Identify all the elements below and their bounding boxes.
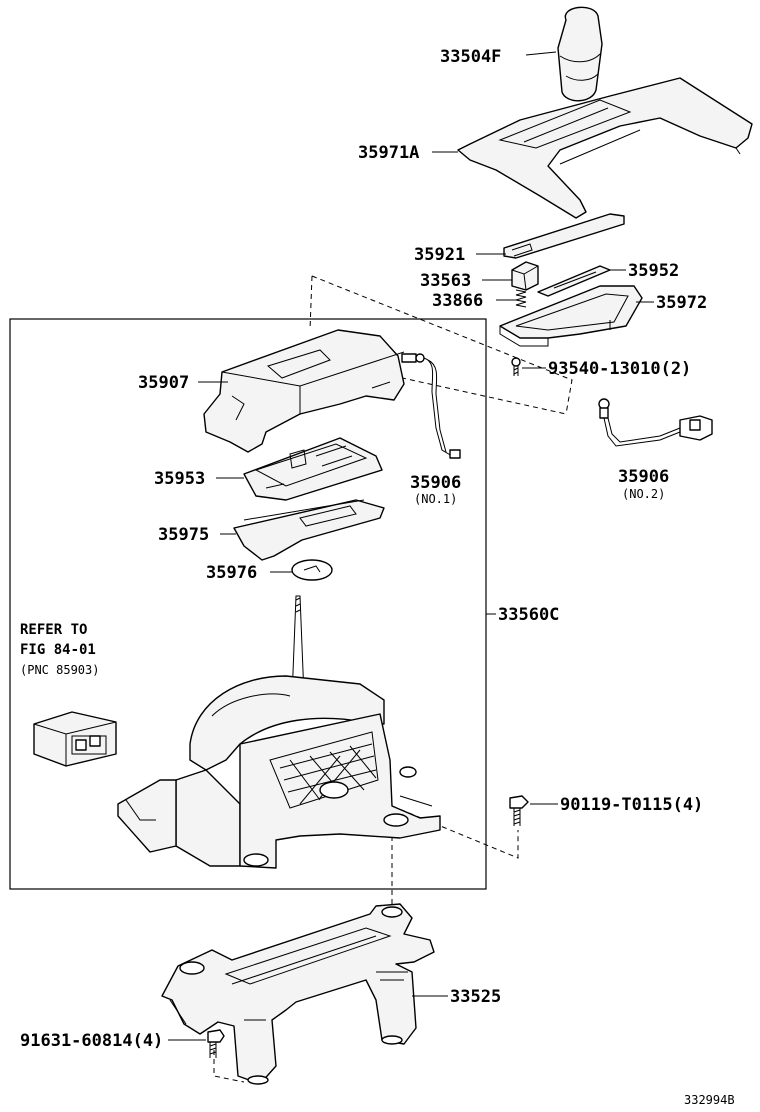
label-33563: 33563 [420, 271, 471, 291]
dust-cover-part [233, 499, 385, 561]
label-35953: 35953 [154, 469, 205, 489]
label-35976: 35976 [206, 563, 257, 583]
bezel-part [499, 285, 643, 347]
refer-to-line2: FIG 84-01 [20, 642, 96, 658]
switch-box-part [33, 711, 117, 767]
bracket-33525-part [161, 903, 435, 1085]
label-91631: 91631-60814(4) [20, 1031, 163, 1051]
button-part [511, 261, 539, 291]
screw-93540-part [511, 357, 521, 376]
spring-part [515, 289, 527, 308]
bolt-90119-part [509, 795, 529, 826]
slide-plate-part [503, 213, 625, 259]
diagram-code: 332994B [684, 1093, 735, 1107]
bulb-wire-no1-part [401, 353, 461, 459]
label-35906-no2: 35906 [618, 467, 669, 487]
label-33504F: 33504F [440, 47, 501, 67]
label-35906-no2-note: (NO.2) [622, 487, 665, 501]
bulb-wire-no2-part [598, 398, 713, 447]
label-35921: 35921 [414, 245, 465, 265]
shift-assembly-part [117, 595, 441, 869]
bolt-91631-part [207, 1029, 225, 1058]
label-35971A: 35971A [358, 143, 419, 163]
label-90119: 90119-T0115(4) [560, 795, 703, 815]
label-35975: 35975 [158, 525, 209, 545]
disk-part [291, 559, 333, 581]
assembly-frame [9, 318, 487, 890]
label-35906-no1-note: (NO.1) [414, 492, 457, 506]
label-33560C: 33560C [498, 605, 559, 625]
label-93540: 93540-13010(2) [548, 359, 691, 379]
indicator-housing-part [457, 77, 753, 219]
refer-to-line1: REFER TO [20, 622, 87, 638]
label-35952: 35952 [628, 261, 679, 281]
label-33525: 33525 [450, 987, 501, 1007]
label-35907: 35907 [138, 373, 189, 393]
refer-to-line3: (PNC 85903) [20, 663, 99, 677]
shift-knob-part [557, 6, 603, 102]
slider-plate-part [243, 437, 383, 501]
leader-33504F [525, 51, 557, 56]
label-35906-no1: 35906 [410, 473, 461, 493]
label-35972: 35972 [656, 293, 707, 313]
label-33866: 33866 [432, 291, 483, 311]
shift-housing-part [203, 329, 405, 453]
